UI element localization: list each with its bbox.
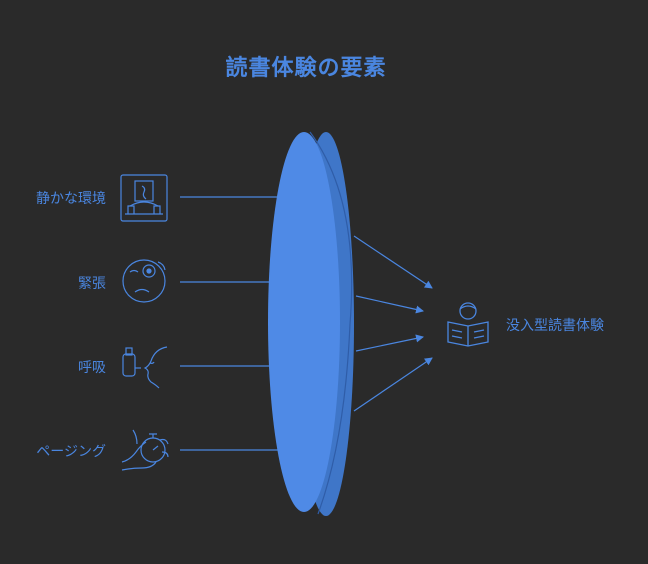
output-arrow-4: [353, 357, 433, 412]
output-arrow-3: [355, 334, 424, 352]
hand-stopwatch-icon: [121, 429, 169, 471]
diagram-title: 読書体験の要素: [225, 56, 387, 81]
input-label-breathing: 呼吸: [78, 360, 106, 376]
output-arrow-1: [353, 235, 433, 289]
lens-shape: [268, 131, 354, 516]
inhaler-breathing-icon: [122, 346, 168, 389]
output-label: 没入型読書体験: [506, 318, 604, 334]
person-reading-icon: [447, 302, 489, 347]
input-label-quiet-environment: 静かな環境: [36, 191, 106, 207]
quiet-room-icon: [120, 174, 168, 222]
tense-face-icon: [122, 259, 166, 303]
output-arrow-2: [355, 295, 424, 314]
input-label-paging: ページング: [36, 444, 106, 460]
input-label-tension: 緊張: [78, 276, 106, 292]
